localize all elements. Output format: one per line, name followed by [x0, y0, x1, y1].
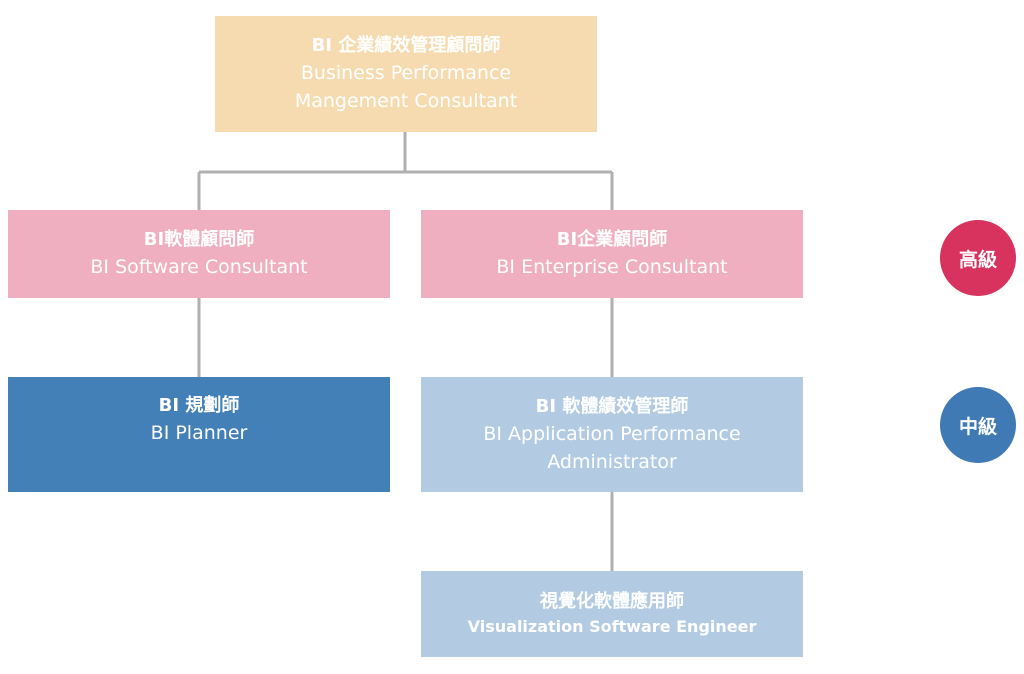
node-bpm-en-line2: Mangement Consultant — [294, 90, 518, 112]
node-bpm-en-line1: Business Performance — [300, 62, 512, 84]
node-app-perf-admin-en-line2: Administrator — [547, 450, 677, 473]
node-viz-engineer-zh: 視覺化軟體應用師 — [540, 591, 684, 612]
node-software-consultant: BI軟體顧問師 BI Software Consultant — [8, 210, 390, 298]
node-planner: BI 規劃師 BI Planner — [8, 377, 390, 492]
node-enterprise-consultant-zh: BI企業顧問師 — [556, 229, 668, 250]
node-viz-engineer-en: Visualization Software Engineer — [467, 617, 757, 636]
node-planner-zh: BI 規劃師 — [158, 395, 240, 416]
node-enterprise-consultant: BI企業顧問師 BI Enterprise Consultant — [421, 210, 803, 298]
node-software-consultant-en: BI Software Consultant — [90, 256, 308, 278]
node-enterprise-consultant-en: BI Enterprise Consultant — [496, 256, 728, 278]
node-bpm-zh: BI 企業績效管理顧問師 — [311, 35, 501, 56]
node-planner-en: BI Planner — [150, 422, 248, 444]
node-software-consultant-zh: BI軟體顧問師 — [143, 229, 255, 250]
node-app-perf-admin-zh: BI 軟體績效管理師 — [535, 395, 689, 417]
node-app-perf-admin-en-line1: BI Application Performance — [483, 422, 741, 445]
level-badge-mid: 中級 — [940, 387, 1016, 463]
level-badge-senior: 高級 — [940, 220, 1016, 296]
node-viz-engineer: 視覺化軟體應用師 Visualization Software Engineer — [421, 571, 803, 657]
node-bpm-consultant: BI 企業績效管理顧問師 Business Performance Mangem… — [215, 16, 597, 132]
node-app-perf-admin: BI 軟體績效管理師 BI Application Performance Ad… — [421, 377, 803, 492]
